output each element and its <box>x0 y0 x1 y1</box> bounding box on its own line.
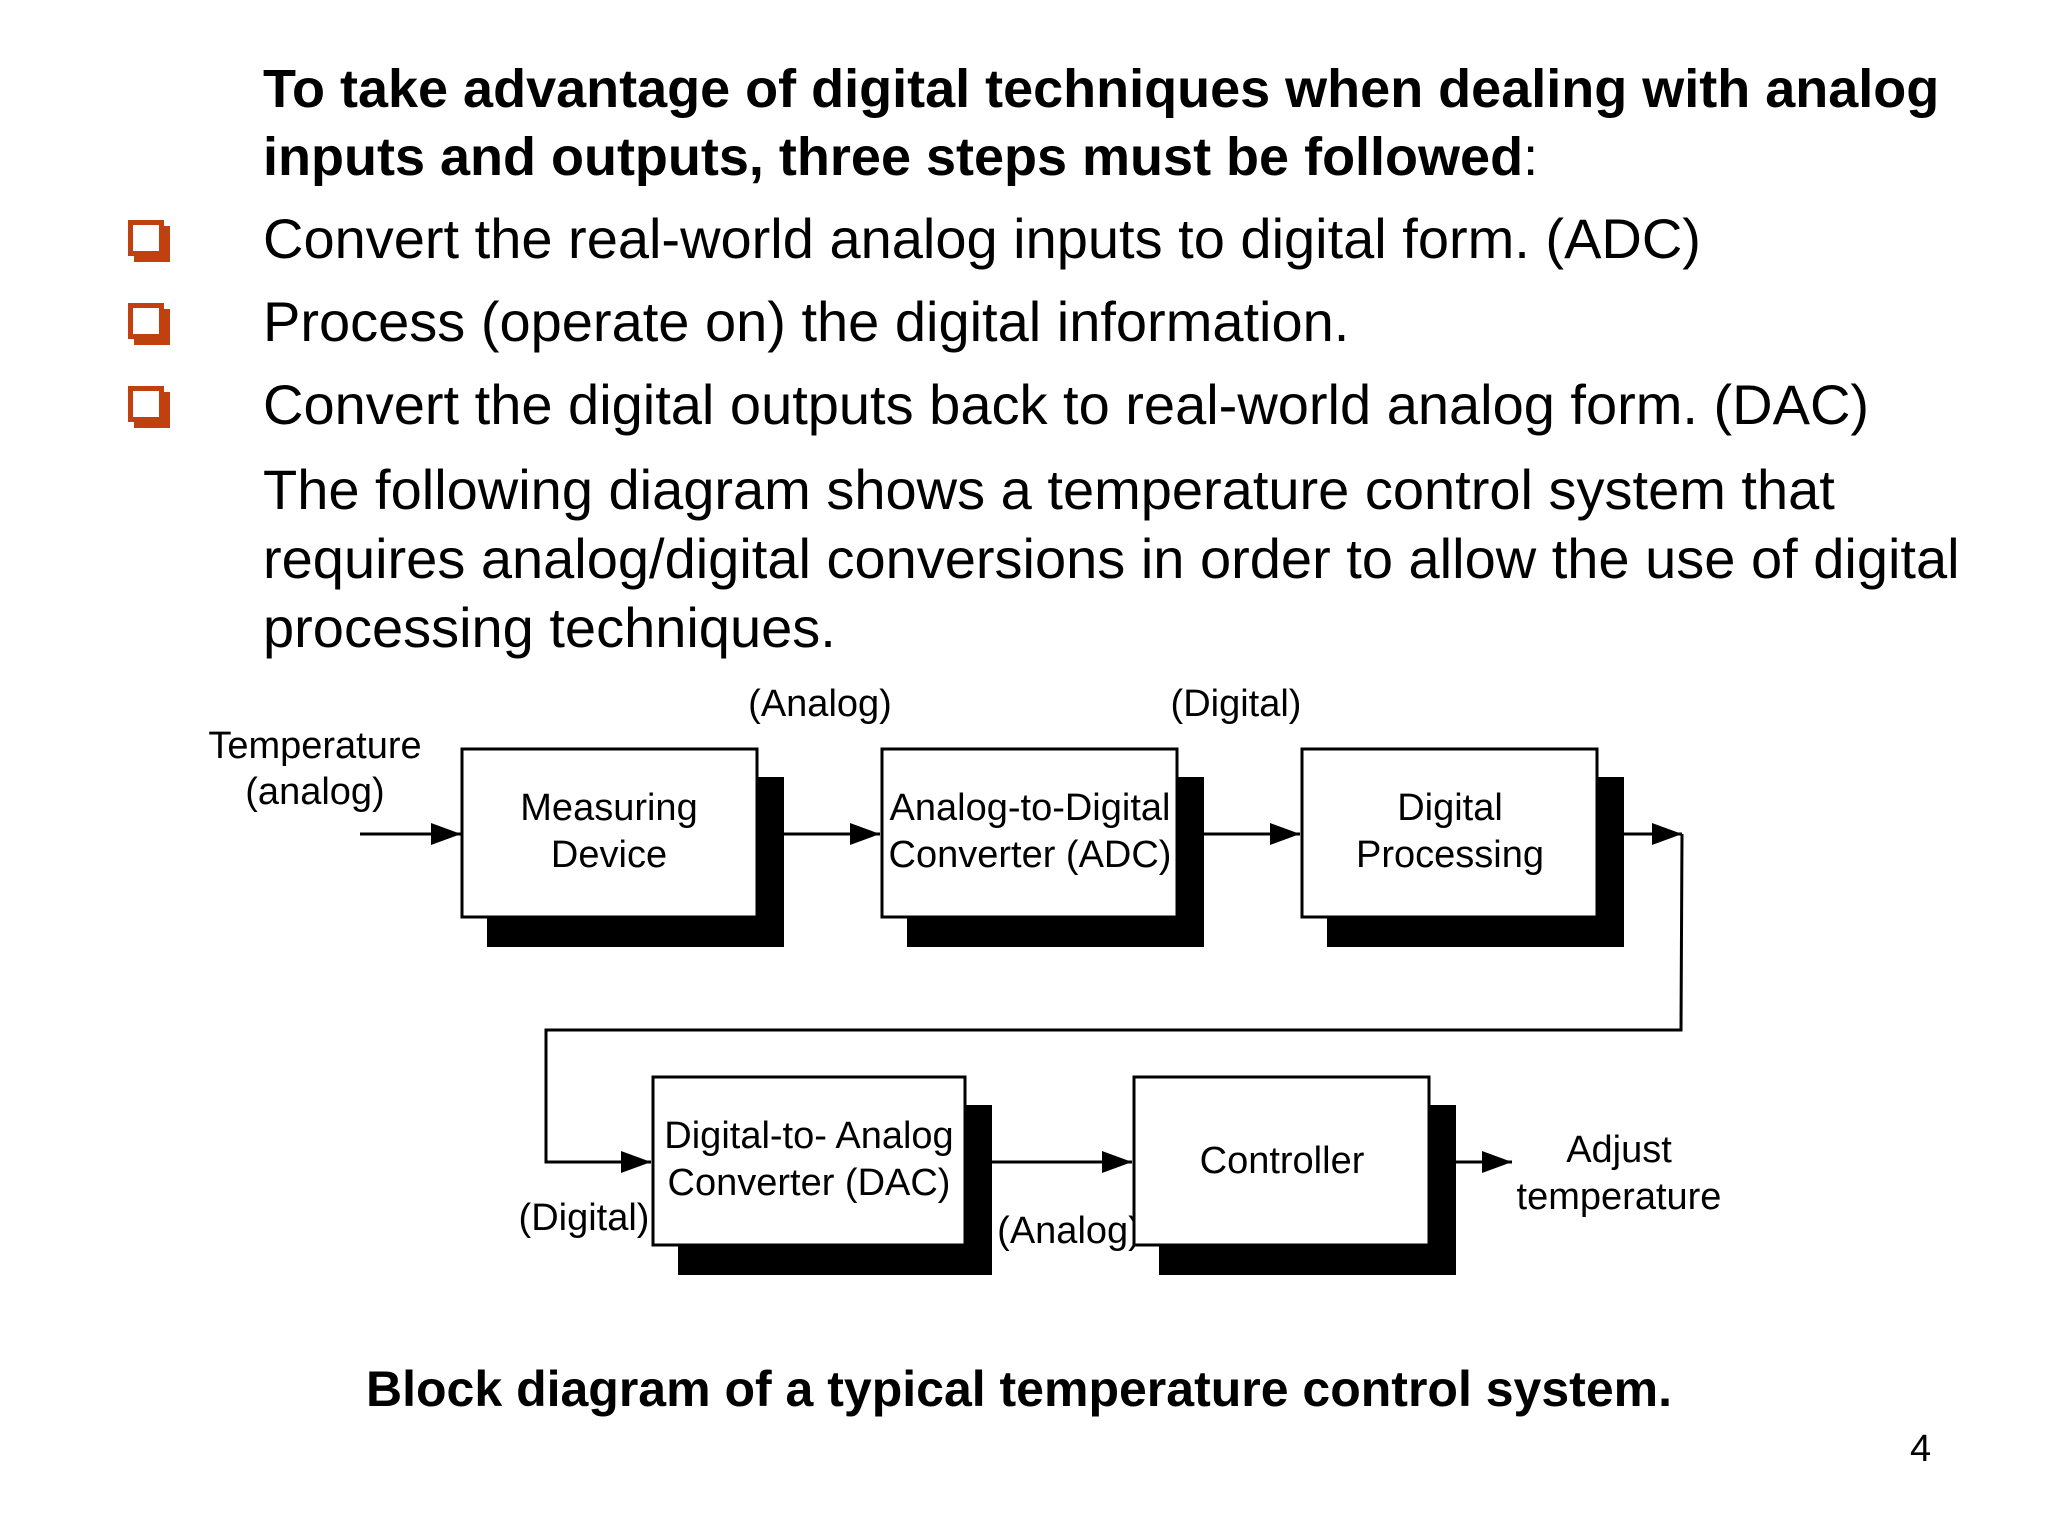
controller-label: Controller <box>1200 1140 1365 1182</box>
dac-block: Digital-to- Analog Converter (DAC) <box>651 1075 992 1275</box>
adc-block: Analog-to-Digital Converter (ADC) <box>880 747 1204 947</box>
processing-line2: Processing <box>1356 834 1544 876</box>
processing-line1: Digital <box>1397 787 1503 829</box>
dac-line2: Converter (DAC) <box>668 1162 951 1204</box>
checkbox-bullet-icon <box>128 386 164 422</box>
checkbox-bullet-icon <box>128 303 164 339</box>
block-shadow <box>907 777 1204 947</box>
controller-block: Controller <box>1132 1075 1456 1275</box>
block-shadow <box>487 777 784 947</box>
measuring-device-block: Measuring Device <box>460 747 784 947</box>
output-label-line2: temperature <box>1517 1176 1722 1218</box>
digital-processing-block: Digital Processing <box>1300 747 1624 947</box>
signal-label-digital-top: (Digital) <box>1171 683 1302 725</box>
signal-label-analog-top: (Analog) <box>748 683 892 725</box>
output-label-line1: Adjust <box>1566 1129 1672 1171</box>
feedback-path <box>544 833 1684 1173</box>
description-paragraph: The following diagram shows a temperatur… <box>263 458 1960 659</box>
page-number: 4 <box>1910 1428 1932 1470</box>
block-shadow <box>678 1105 992 1275</box>
signal-label-digital-bottom: (Digital) <box>519 1197 650 1239</box>
checkbox-bullet-icon <box>128 220 164 256</box>
diagram-caption: Block diagram of a typical temperature c… <box>366 1361 1672 1417</box>
signal-label-analog-bottom: (Analog) <box>997 1210 1141 1252</box>
block-shadow <box>1159 1105 1456 1275</box>
list-item: Convert the digital outputs back to real… <box>0 371 2048 454</box>
list-item: Convert the real-world analog inputs to … <box>0 205 2048 288</box>
adc-line1: Analog-to-Digital <box>890 787 1171 829</box>
intro-colon: : <box>1523 127 1539 187</box>
block-box <box>1300 747 1599 919</box>
input-label-line2: (analog) <box>245 771 384 813</box>
step-text: Process (operate on) the digital informa… <box>263 290 1350 353</box>
block-shadow <box>1327 777 1624 947</box>
block-box <box>1132 1075 1431 1247</box>
dac-line1: Digital-to- Analog <box>664 1115 953 1157</box>
block-box <box>460 747 759 919</box>
measuring-device-line1: Measuring <box>520 787 697 829</box>
input-label-line1: Temperature <box>208 725 421 767</box>
step-text: Convert the digital outputs back to real… <box>263 373 1870 436</box>
adc-line2: Converter (ADC) <box>889 834 1172 876</box>
block-box <box>880 747 1179 919</box>
step-text: Convert the real-world analog inputs to … <box>263 207 1701 270</box>
block-box <box>651 1075 967 1247</box>
list-item: Process (operate on) the digital informa… <box>0 288 2048 371</box>
measuring-device-line2: Device <box>551 834 667 876</box>
steps-list: Convert the real-world analog inputs to … <box>0 205 2048 454</box>
intro-heading: To take advantage of digital techniques … <box>263 55 1963 191</box>
intro-text: To take advantage of digital techniques … <box>263 59 1940 187</box>
